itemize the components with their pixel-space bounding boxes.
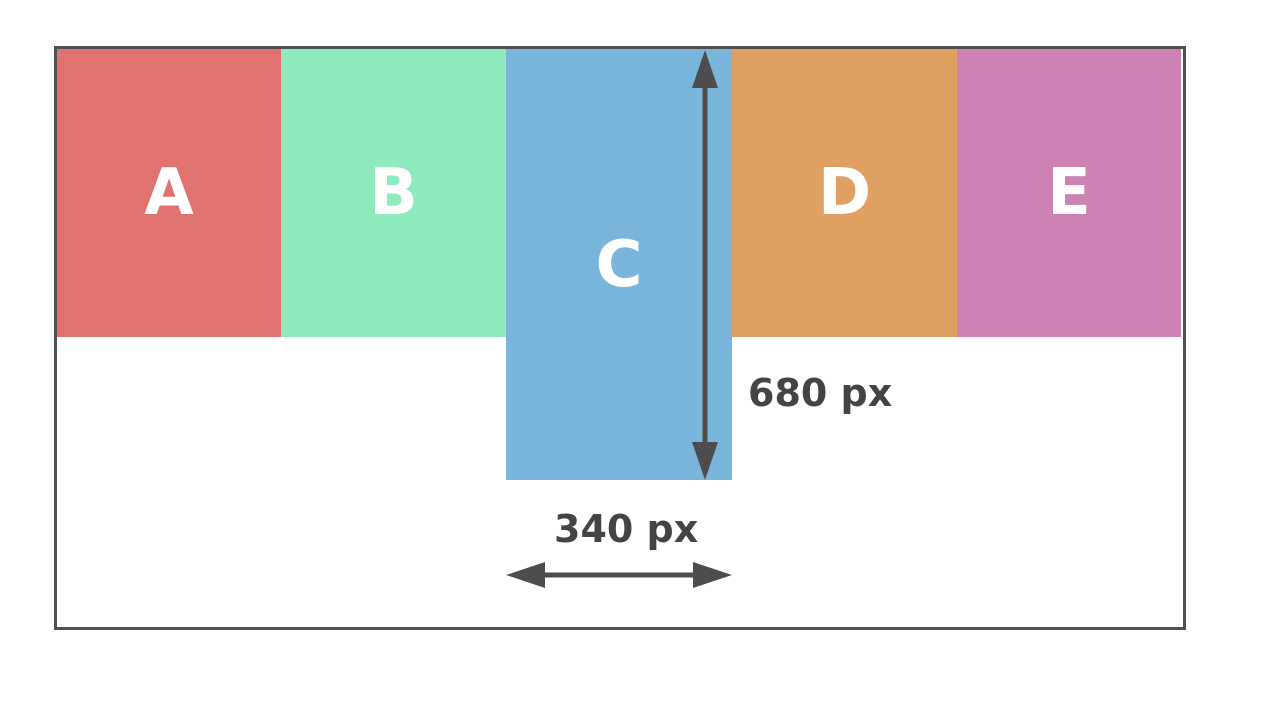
box-e-label: E	[1047, 156, 1091, 230]
height-arrow-icon	[692, 50, 718, 480]
box-c: C	[506, 49, 732, 480]
box-a: A	[57, 49, 281, 337]
box-d: D	[732, 49, 957, 337]
width-arrow-icon	[506, 562, 732, 588]
height-dimension-label: 680 px	[748, 371, 893, 415]
box-b: B	[281, 49, 506, 337]
box-d-label: D	[817, 156, 872, 230]
box-a-label: A	[144, 156, 194, 230]
box-c-label: C	[595, 227, 643, 302]
box-b-label: B	[369, 156, 418, 230]
width-dimension-label: 340 px	[554, 507, 699, 551]
box-e: E	[957, 49, 1181, 337]
